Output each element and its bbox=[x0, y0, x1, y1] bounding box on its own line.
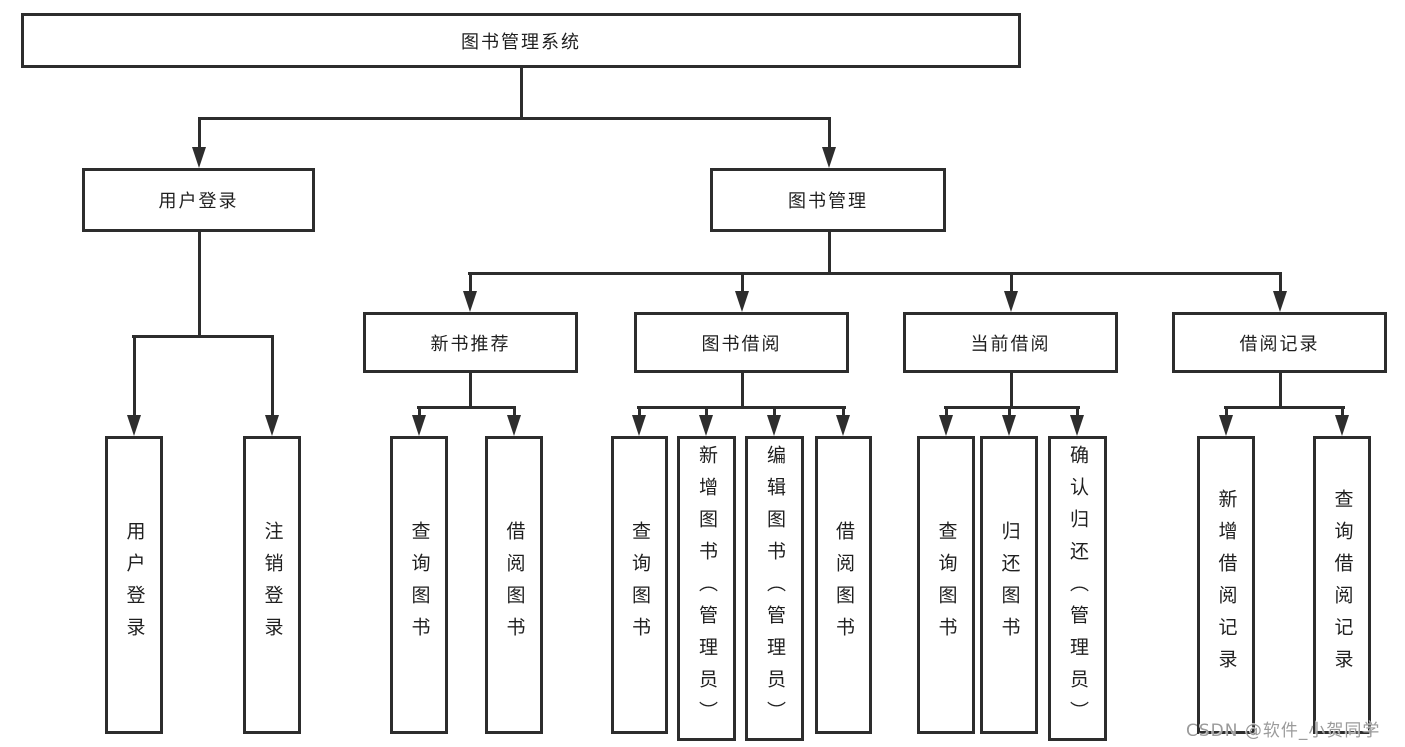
connector-root-stem bbox=[520, 68, 523, 118]
node-new-book-recommendation: 新书推荐 bbox=[363, 312, 578, 373]
node-book-borrowing: 图书借阅 bbox=[634, 312, 849, 373]
node-label: 新增借阅记录 bbox=[1215, 489, 1238, 681]
node-user-login: 用户登录 bbox=[82, 168, 315, 232]
connector-drop bbox=[1076, 406, 1079, 416]
connector-drop bbox=[773, 406, 776, 416]
node-label: 查询借阅记录 bbox=[1331, 489, 1354, 681]
node-label: 查询图书 bbox=[935, 521, 958, 649]
connector-borrow-records-bar bbox=[1224, 406, 1345, 409]
node-label: 用户登录 bbox=[123, 521, 146, 649]
connector-drop bbox=[705, 406, 708, 416]
node-label: 用户登录 bbox=[158, 191, 239, 212]
arrowhead-down bbox=[127, 415, 141, 436]
node-label: 注销登录 bbox=[261, 521, 284, 649]
connector-drop bbox=[945, 406, 948, 416]
connector-drop bbox=[638, 406, 641, 416]
node-label: 借阅图书 bbox=[503, 521, 526, 649]
arrowhead-down bbox=[1335, 415, 1349, 436]
connector-drop-borrow-records bbox=[1279, 272, 1282, 292]
node-label: 确认归还（管理员） bbox=[1067, 444, 1089, 733]
connector-drop bbox=[418, 406, 421, 416]
arrowhead-down bbox=[735, 291, 749, 312]
connector-user-login-bar bbox=[132, 335, 274, 338]
node-br-query-record: 查询借阅记录 bbox=[1313, 436, 1371, 734]
node-current-borrowing: 当前借阅 bbox=[903, 312, 1118, 373]
connector-current-borrow-bar bbox=[944, 406, 1080, 409]
arrowhead-down bbox=[1273, 291, 1287, 312]
arrowhead-down bbox=[265, 415, 279, 436]
arrowhead-down bbox=[1070, 415, 1084, 436]
connector-book-borrow-stem bbox=[741, 373, 744, 406]
connector-drop bbox=[1341, 406, 1344, 416]
node-library-management-system: 图书管理系统 bbox=[21, 13, 1021, 68]
node-label: 新书推荐 bbox=[430, 333, 511, 355]
connector-current-borrow-stem bbox=[1010, 373, 1013, 406]
connector-drop-logout bbox=[271, 335, 274, 416]
connector-drop-book-borrow bbox=[741, 272, 744, 292]
node-label: 图书借阅 bbox=[701, 333, 782, 355]
connector-drop-current-borrow bbox=[1010, 272, 1013, 292]
connector-book-mgmt-bar bbox=[468, 272, 1282, 275]
arrowhead-down bbox=[767, 415, 781, 436]
arrowhead-down bbox=[632, 415, 646, 436]
arrowhead-down bbox=[412, 415, 426, 436]
node-leaf-logout: 注销登录 bbox=[243, 436, 301, 734]
node-label: 编辑图书（管理员） bbox=[764, 444, 786, 733]
node-label: 图书管理系统 bbox=[461, 31, 581, 53]
node-label: 图书管理 bbox=[788, 191, 868, 212]
node-rec-borrow-books: 借阅图书 bbox=[485, 436, 543, 734]
node-bb-edit-books-admin: 编辑图书（管理员） bbox=[745, 436, 804, 741]
connector-drop-new-book-rec bbox=[469, 272, 472, 292]
arrowhead-down bbox=[699, 415, 713, 436]
node-bb-borrow-books: 借阅图书 bbox=[815, 436, 872, 734]
connector-book-borrow-bar bbox=[637, 406, 846, 409]
node-br-add-record: 新增借阅记录 bbox=[1197, 436, 1255, 734]
arrowhead-down bbox=[939, 415, 953, 436]
arrowhead-down bbox=[1219, 415, 1233, 436]
arrowhead-down bbox=[192, 147, 206, 168]
node-bb-add-books-admin: 新增图书（管理员） bbox=[677, 436, 736, 741]
connector-drop bbox=[842, 406, 845, 416]
arrowhead-down bbox=[507, 415, 521, 436]
connector-drop-user-login bbox=[198, 117, 201, 149]
node-cb-query-books: 查询图书 bbox=[917, 436, 975, 734]
connector-new-book-rec-stem bbox=[469, 373, 472, 406]
connector-drop bbox=[513, 406, 516, 416]
node-leaf-user-login: 用户登录 bbox=[105, 436, 163, 734]
node-rec-query-books: 查询图书 bbox=[390, 436, 448, 734]
node-label: 借阅记录 bbox=[1239, 333, 1320, 355]
node-book-management: 图书管理 bbox=[710, 168, 946, 232]
connector-borrow-records-stem bbox=[1279, 373, 1282, 406]
node-label: 归还图书 bbox=[998, 521, 1021, 649]
connector-drop bbox=[1225, 406, 1228, 416]
arrowhead-down bbox=[1004, 291, 1018, 312]
node-cb-return-books: 归还图书 bbox=[980, 436, 1038, 734]
node-cb-confirm-return-admin: 确认归还（管理员） bbox=[1048, 436, 1107, 741]
node-label: 当前借阅 bbox=[970, 333, 1051, 355]
connector-root-bar bbox=[198, 117, 831, 120]
connector-user-login-stem bbox=[198, 232, 201, 335]
connector-new-book-rec-bar bbox=[417, 406, 516, 409]
node-bb-query-books: 查询图书 bbox=[611, 436, 668, 734]
connector-drop bbox=[1008, 406, 1011, 416]
arrowhead-down bbox=[822, 147, 836, 168]
node-label: 查询图书 bbox=[629, 521, 651, 649]
node-label: 借阅图书 bbox=[833, 521, 855, 649]
connector-drop-leaf-user-login bbox=[133, 335, 136, 416]
watermark: CSDN @软件_小贺同学 bbox=[1186, 721, 1381, 741]
connector-drop-book-mgmt bbox=[828, 117, 831, 149]
arrowhead-down bbox=[836, 415, 850, 436]
connector-book-mgmt-stem bbox=[828, 232, 831, 272]
arrowhead-down bbox=[1002, 415, 1016, 436]
node-borrowing-records: 借阅记录 bbox=[1172, 312, 1387, 373]
arrowhead-down bbox=[463, 291, 477, 312]
node-label: 查询图书 bbox=[408, 521, 431, 649]
node-label: 新增图书（管理员） bbox=[696, 444, 718, 733]
